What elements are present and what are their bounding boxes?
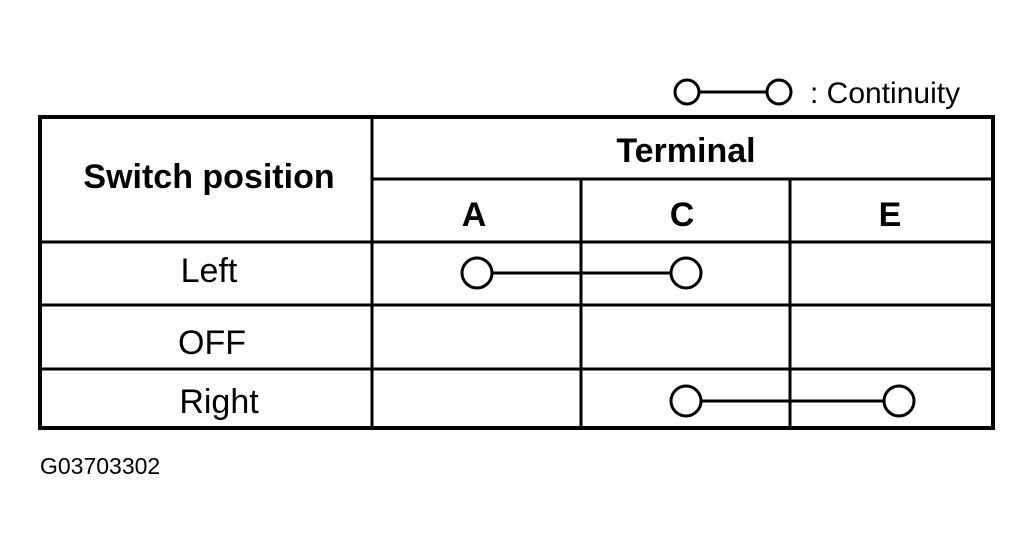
continuity-node-left-a (460, 256, 494, 290)
legend-node-right (765, 78, 793, 106)
legend: : Continuity (673, 77, 960, 110)
terminal-header-a: A (462, 196, 487, 234)
continuity-node-right-c (669, 384, 703, 418)
terminal-header-c: C (670, 196, 695, 234)
row-label-right: Right (179, 383, 259, 421)
table-grid (38, 115, 995, 430)
legend-node-left (673, 78, 701, 106)
row-label-left: Left (181, 252, 238, 290)
continuity-node-right-e (882, 384, 916, 418)
terminal-header: Terminal (616, 132, 755, 170)
terminal-header-e: E (879, 196, 902, 234)
row-label-off: OFF (178, 324, 246, 362)
figure-id: G03703302 (40, 453, 160, 479)
continuity-node-left-c (669, 256, 703, 290)
table-border (38, 115, 995, 430)
continuity-marks (460, 256, 916, 418)
legend-label: : Continuity (810, 77, 960, 110)
switch-position-header: Switch position (83, 158, 334, 196)
